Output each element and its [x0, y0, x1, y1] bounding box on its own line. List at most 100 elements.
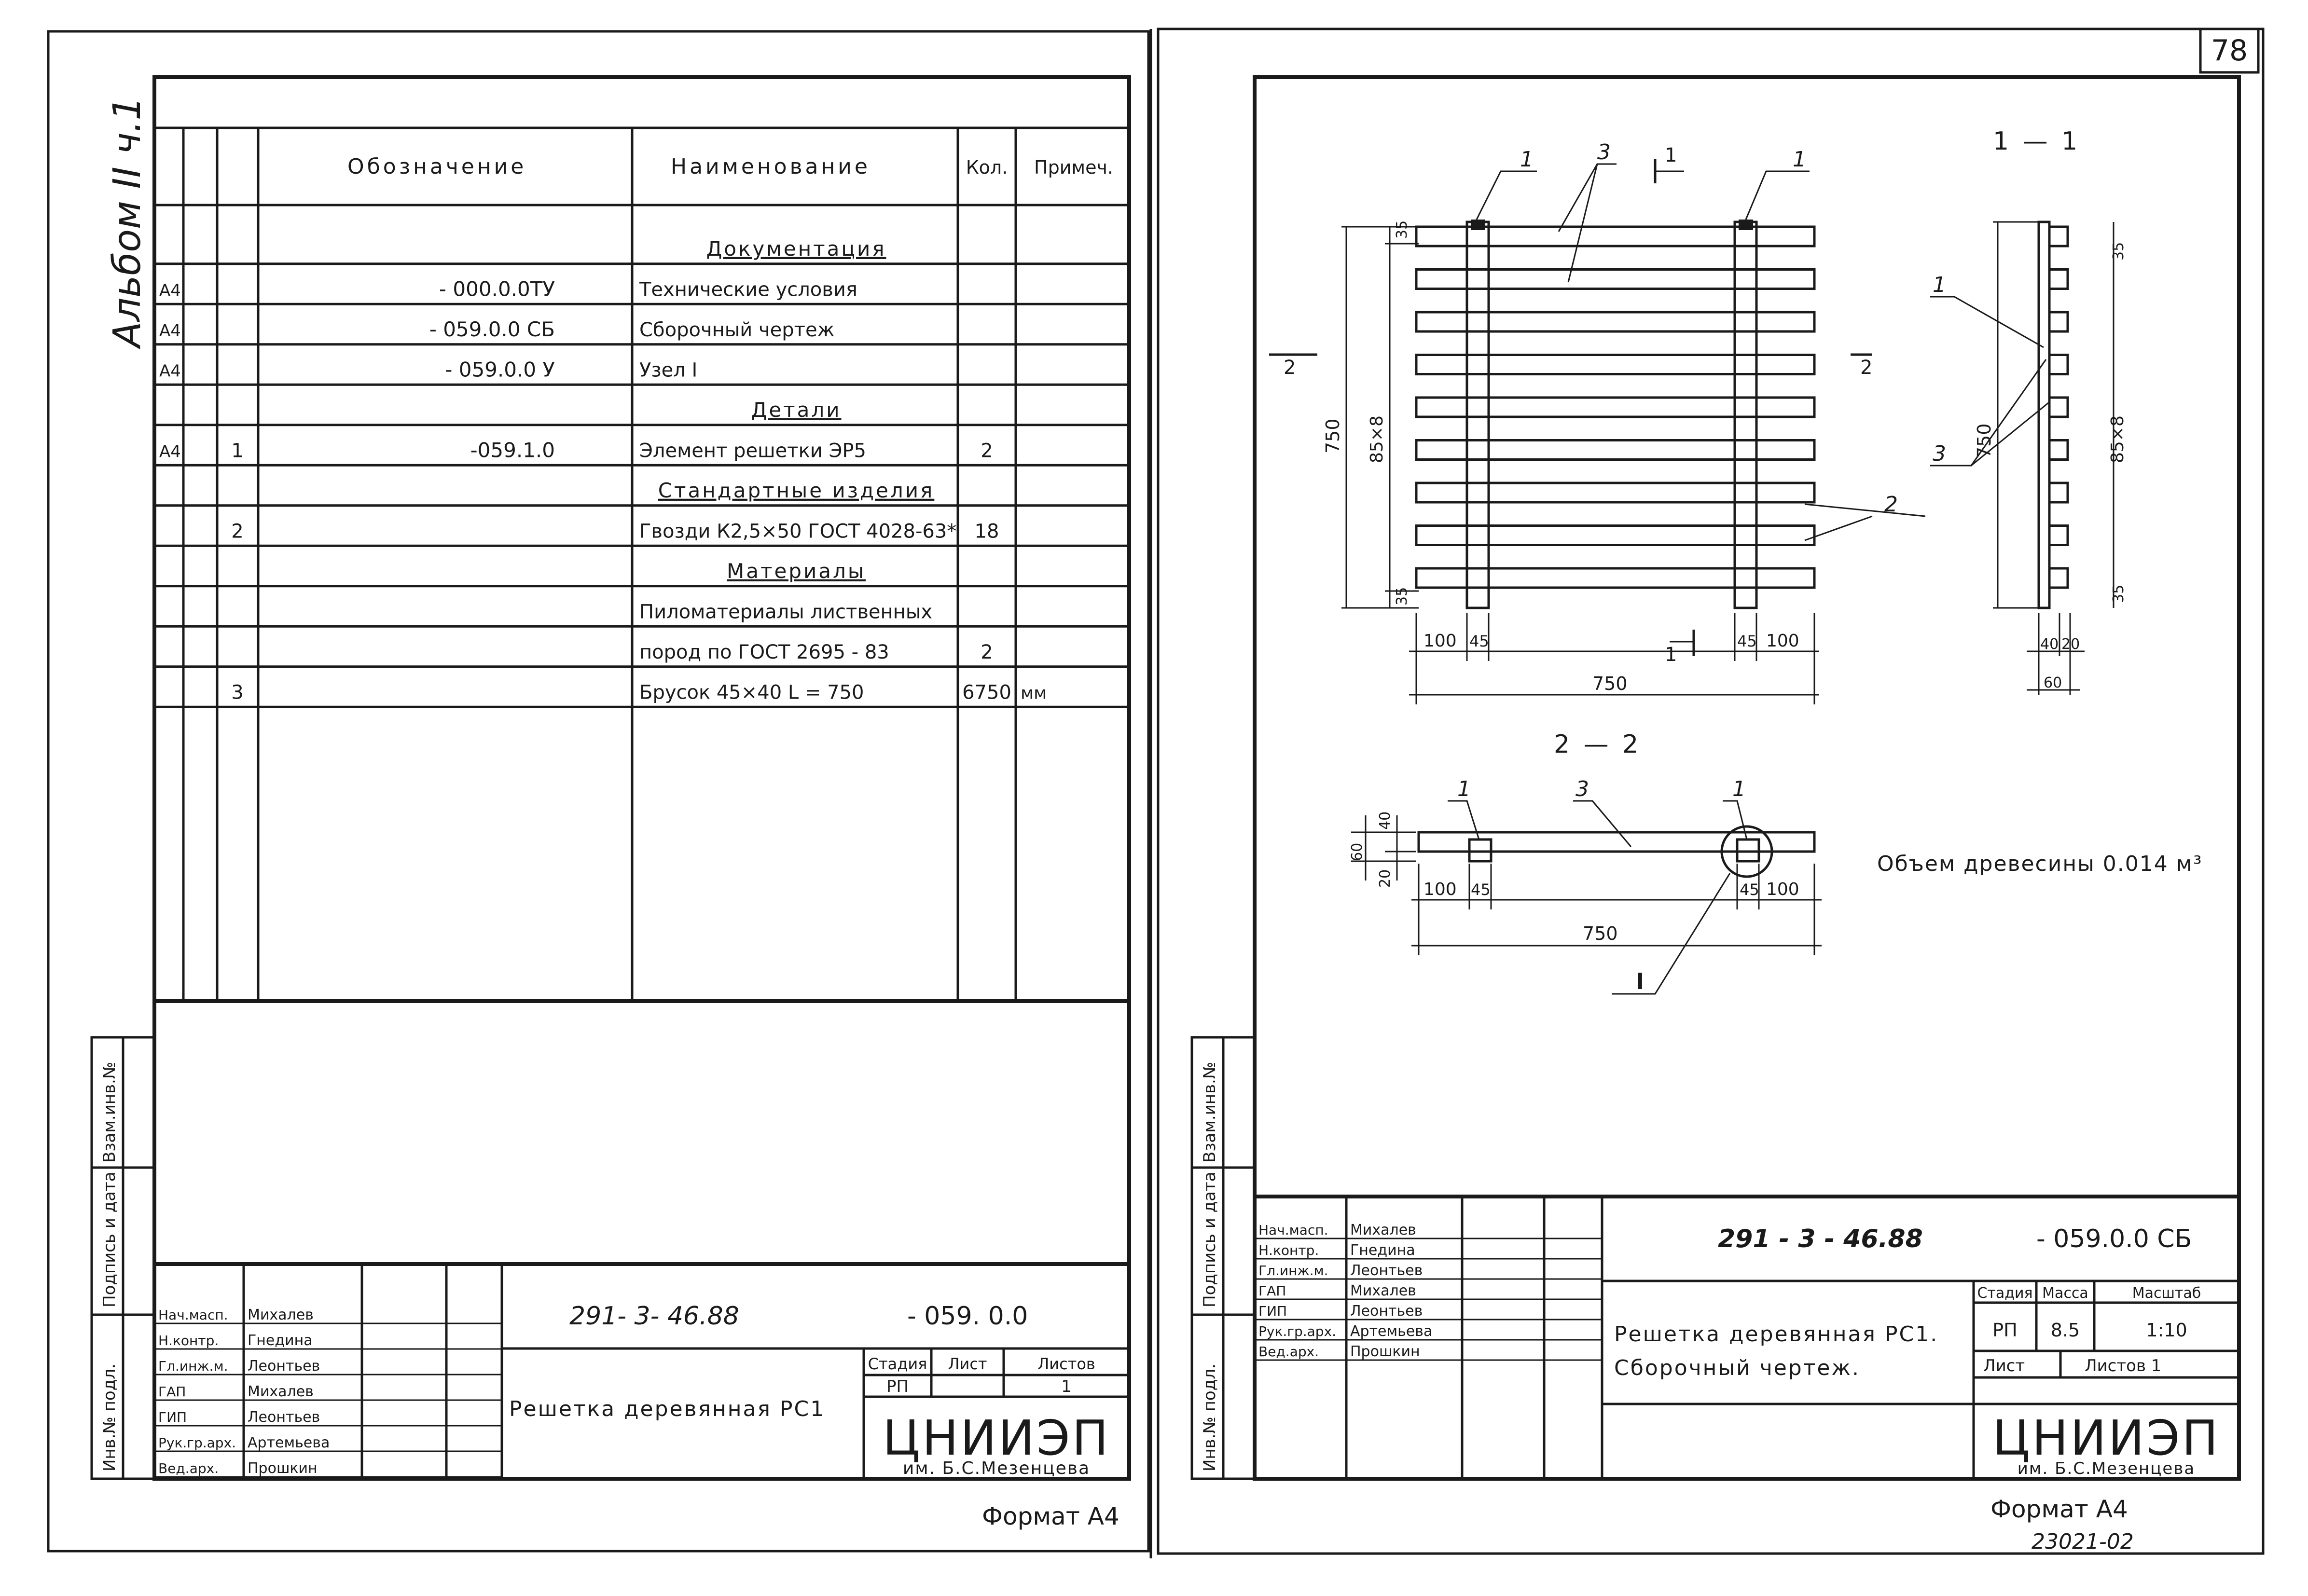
section-view-label: 2 — 2	[1554, 730, 1641, 759]
frame-lines	[47, 28, 2265, 1558]
section-dim-40: 40	[1377, 812, 1394, 830]
volume-note: Объем древесины 0.014 м³	[1877, 852, 2203, 876]
side-dim-60: 60	[2044, 674, 2062, 691]
side-view: 1 — 1 35 750 85×8 35 40 20 60 1 3	[1930, 127, 2128, 695]
right-title-2: Сборочный чертеж.	[1614, 1356, 1860, 1380]
spec-pos-7: 2	[231, 520, 243, 542]
left-sheets: 1	[1061, 1377, 1072, 1396]
section-dim-20: 20	[1377, 869, 1394, 888]
side-block-1	[2048, 268, 2069, 290]
spec-row-lines	[154, 262, 1129, 708]
cut-mark-2-left: 2	[1284, 357, 1296, 379]
front-dim-45a: 45	[1469, 632, 1489, 650]
right-sheet	[1253, 75, 2241, 1481]
right-doc-code: 291 - 3 - 46.88	[1718, 1225, 1923, 1253]
left-title: Решетка деревянная РС1	[509, 1397, 825, 1421]
left-side-strip: Инв.№ подл. Подпись и дата Взам.инв.№	[90, 1036, 156, 1480]
section-dim-45a: 45	[1471, 881, 1491, 899]
right-title-block: 291 - 3 - 46.88 - 059.0.0 СБ Решетка дер…	[1255, 1195, 2239, 1554]
right-stage-label: Стадия	[1977, 1285, 2032, 1302]
signature-name-2: Леонтьев	[248, 1358, 320, 1375]
signature-role-0: Нач.масп.	[158, 1307, 228, 1323]
signature-role-4: ГИП	[1258, 1303, 1287, 1319]
section-dim-100a: 100	[1423, 880, 1457, 899]
callout-side-3: 3	[1933, 441, 1946, 466]
spec-pos-5: 1	[231, 440, 243, 462]
signature-name-0: Михалев	[1350, 1222, 1416, 1238]
signature-name-1: Гнедина	[1350, 1242, 1415, 1259]
spec-name-3: Узел I	[639, 359, 697, 381]
callout-2: 2	[1884, 492, 1898, 517]
grating-board-0	[1415, 225, 1816, 248]
signature-name-4: Леонтьев	[1350, 1303, 1423, 1320]
front-dim-pitch: 85×8	[1367, 415, 1387, 463]
header-qty: Кол.	[966, 157, 1008, 178]
callout-sec-3: 3	[1576, 777, 1589, 801]
spec-designation-5: -059.1.0	[470, 438, 555, 462]
grating-board-1	[1415, 268, 1816, 290]
signature-role-6: Вед.арх.	[1258, 1344, 1319, 1360]
spec-name-6: Стандартные изделия	[658, 479, 935, 502]
spec-format-1: А4	[159, 281, 181, 300]
spec-format-5: А4	[159, 442, 181, 461]
signature-role-6: Вед.арх.	[158, 1460, 219, 1476]
signature-name-0: Михалев	[248, 1307, 314, 1323]
left-side-sign: Подпись и дата	[100, 1171, 119, 1307]
left-stage-label: Стадия	[868, 1355, 927, 1373]
signature-name-3: Михалев	[1350, 1282, 1416, 1299]
callout-3a: 3	[1597, 140, 1611, 165]
front-dim-45b: 45	[1737, 632, 1757, 650]
left-org-sub: им. Б.С.Мезенцева	[903, 1458, 1090, 1478]
right-sheets-label: Листов 1	[2085, 1356, 2161, 1376]
signature-name-5: Артемьева	[248, 1434, 330, 1451]
stamp-number: 23021-02	[2032, 1529, 2134, 1554]
front-dim-height: 750	[1322, 418, 1343, 454]
grating-board-7	[1415, 524, 1816, 546]
left-org: ЦНИИЭП	[883, 1410, 1110, 1466]
side-dim-40: 40	[2040, 636, 2059, 653]
side-block-7	[2048, 524, 2069, 546]
spec-designation-2: - 059.0.0 СБ	[429, 317, 555, 341]
spec-header: Обозначение Наименование Кол. Примеч.	[347, 154, 1113, 179]
callout-1b: 1	[1793, 147, 1806, 172]
signature-role-3: ГАП	[158, 1384, 186, 1400]
spec-name-10: пород по ГОСТ 2695 - 83	[639, 641, 889, 663]
side-block-0	[2048, 225, 2069, 248]
side-block-6	[2048, 482, 2069, 504]
callout-sec-1b: 1	[1732, 777, 1746, 801]
right-doc-number: - 059.0.0 СБ	[2036, 1225, 2192, 1253]
left-stage: РП	[886, 1377, 909, 1396]
cut-mark-2-right: 2	[1860, 357, 1872, 379]
side-dim-top: 35	[2110, 242, 2127, 261]
left-doc-code: 291- 3- 46.88	[569, 1302, 739, 1331]
section-dim-100b: 100	[1766, 880, 1799, 899]
signature-role-3: ГАП	[1258, 1283, 1286, 1299]
grating-board-2	[1415, 311, 1816, 333]
spec-name-1: Технические условия	[639, 278, 857, 301]
right-side-strip: Инв.№ подл. Подпись и дата Взам.инв.№	[1190, 1036, 1256, 1480]
left-title-block: 291- 3- 46.88 - 059. 0.0 Решетка деревян…	[154, 1262, 1129, 1530]
signature-role-5: Рук.гр.арх.	[158, 1435, 236, 1451]
grating-board-5	[1415, 439, 1816, 461]
side-dim-height: 750	[1974, 423, 1995, 458]
right-stage: РП	[1992, 1320, 2018, 1341]
grating-board-6	[1415, 482, 1816, 504]
signature-name-4: Леонтьев	[248, 1409, 320, 1426]
right-mass: 8.5	[2051, 1320, 2080, 1341]
spec-qty-10: 2	[981, 641, 993, 663]
spec-name-11: Брусок 45×40 L = 750	[639, 681, 864, 703]
signature-role-0: Нач.масп.	[1258, 1222, 1328, 1238]
signature-name-1: Гнедина	[248, 1332, 313, 1349]
right-org: ЦНИИЭП	[1992, 1410, 2220, 1466]
grating-board-8	[1415, 567, 1816, 589]
side-dim-20: 20	[2061, 636, 2080, 653]
spec-name-4: Детали	[751, 398, 842, 422]
right-scale-label: Масштаб	[2132, 1285, 2201, 1302]
signature-role-5: Рук.гр.арх.	[1258, 1323, 1336, 1339]
side-view-label: 1 — 1	[1993, 127, 2080, 156]
spec-name-8: Материалы	[727, 559, 866, 583]
right-side-inv: Инв.№ подл.	[1200, 1363, 1219, 1472]
spec-qty-5: 2	[981, 440, 993, 462]
